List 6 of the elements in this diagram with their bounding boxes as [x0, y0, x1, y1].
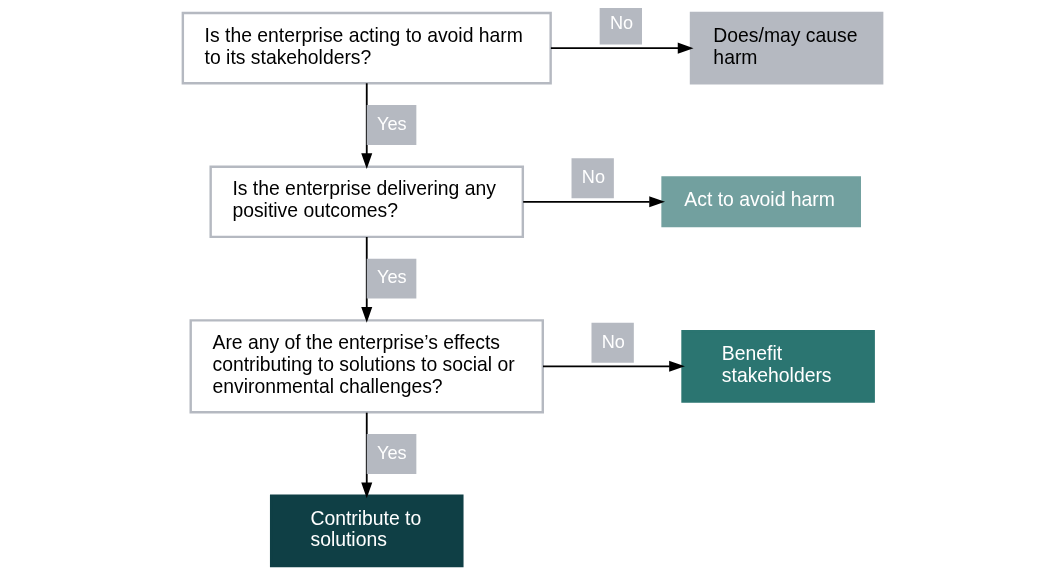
edge-label: No: [609, 13, 633, 34]
edge-label: Yes: [376, 267, 407, 288]
edge-label: No: [581, 167, 605, 188]
edge-label: No: [601, 331, 625, 352]
edge-label: Yes: [376, 442, 407, 463]
edge-label: Yes: [376, 113, 407, 134]
